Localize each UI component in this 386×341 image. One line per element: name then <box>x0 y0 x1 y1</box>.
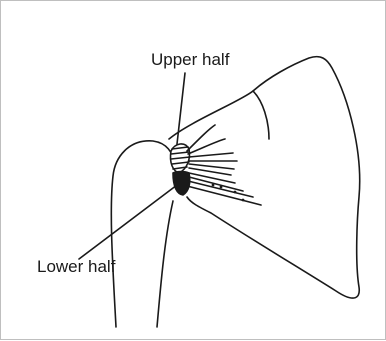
tendon-fibers <box>187 125 261 205</box>
humerus-outline <box>111 141 173 327</box>
scapula-outline <box>169 57 360 298</box>
humerus-shaft-right <box>157 201 173 327</box>
labrum-lower-half <box>173 172 190 196</box>
scapula-inner-line <box>253 91 269 139</box>
upper-half-leader <box>177 73 185 144</box>
labrum-upper-half <box>170 144 190 173</box>
upper-half-label: Upper half <box>151 51 229 68</box>
lower-half-leader <box>79 185 177 259</box>
lower-half-label: Lower half <box>37 258 115 275</box>
